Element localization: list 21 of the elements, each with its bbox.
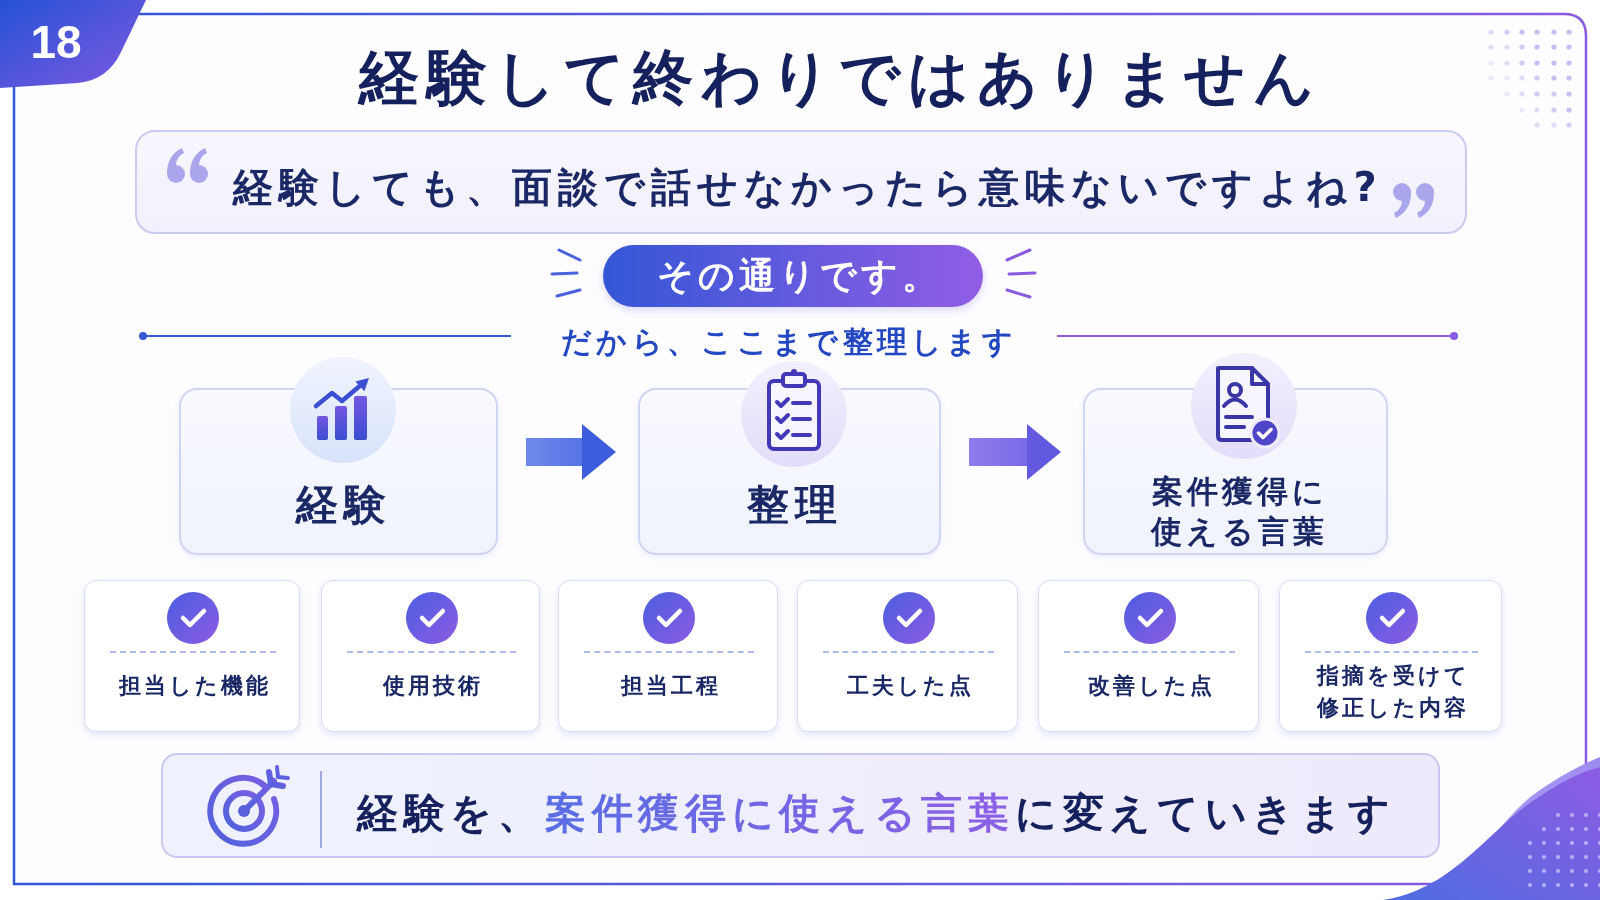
- step-label: 案件獲得に使える言葉: [1149, 472, 1329, 551]
- item-card: [321, 580, 540, 732]
- item-card: [797, 580, 1018, 732]
- item-card: [1279, 580, 1502, 732]
- item-label: 工夫した点: [845, 672, 974, 700]
- item-label: 担当工程: [619, 672, 721, 700]
- summary-text: 経験を、案件獲得に使える言葉に変えていきます: [357, 787, 1396, 839]
- section-heading: だから、ここまで整理します: [560, 322, 1018, 361]
- quote-box: [135, 130, 1467, 234]
- item-label: 指摘を受けて修正した内容: [1315, 662, 1471, 722]
- item-card: [1038, 580, 1259, 732]
- quote-text: 経験しても、面談で話せなかったら意味ないですよね?: [231, 162, 1383, 212]
- item-label: 改善した点: [1086, 672, 1215, 700]
- step-label: 整理: [745, 479, 843, 531]
- step-label: 経験: [294, 479, 392, 531]
- highlight-pill: その通りです。: [603, 245, 983, 307]
- slide-title: 経験して終わりではありません: [356, 44, 1322, 110]
- item-label: 担当した機能: [117, 672, 271, 700]
- item-card: [84, 580, 300, 732]
- item-card: [558, 580, 778, 732]
- item-label: 使用技術: [381, 672, 483, 700]
